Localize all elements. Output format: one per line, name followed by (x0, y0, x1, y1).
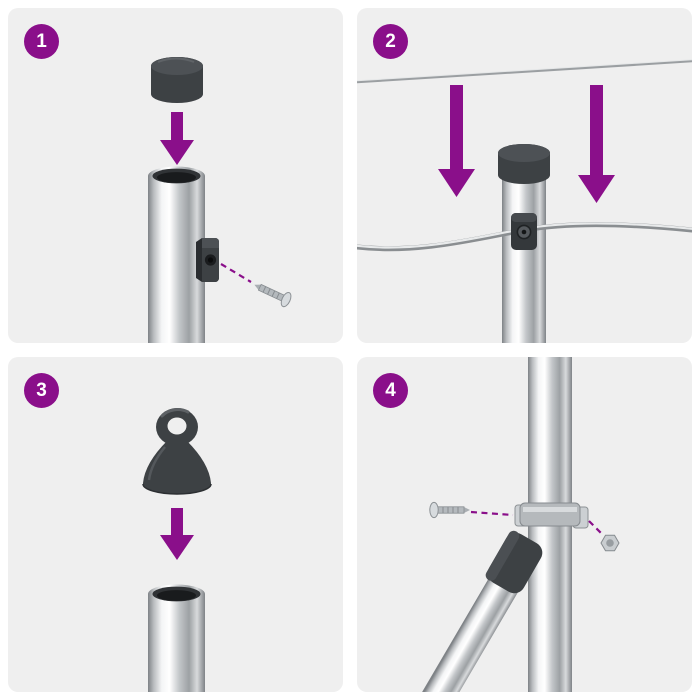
guide-dashed-line-left (470, 510, 514, 517)
pole-cap (498, 144, 550, 184)
step-number: 2 (385, 30, 396, 52)
step-panel-1: 1 (8, 8, 343, 343)
step-number-badge: 4 (373, 373, 408, 408)
guide-dashed-line-right (588, 520, 603, 535)
arrow-down-icon (160, 112, 194, 165)
step-1-illustration (148, 57, 292, 343)
step-4-illustration (422, 357, 620, 692)
screw (254, 283, 292, 308)
step-2-illustration (357, 59, 692, 343)
top-wire (357, 59, 692, 84)
step-number-badge: 2 (373, 24, 408, 59)
guide-dashed-line (220, 263, 252, 283)
pole-tube (148, 584, 205, 692)
eyelet-cap (142, 408, 212, 495)
nut (600, 534, 620, 552)
pole-tube (502, 172, 546, 343)
brace-connector (485, 530, 543, 594)
wire-clip (511, 213, 537, 250)
arrow-down-right-icon (578, 85, 615, 203)
arrow-down-icon (160, 508, 194, 560)
step-panel-2: 2 (357, 8, 692, 343)
pole-cap (151, 57, 203, 103)
step-number: 3 (36, 379, 47, 401)
step-number-badge: 3 (24, 373, 59, 408)
step-number: 1 (36, 30, 47, 52)
step-panel-4: 4 (357, 357, 692, 692)
arrow-down-left-icon (438, 85, 475, 197)
step-panel-3: 3 (8, 357, 343, 692)
step-number: 4 (385, 379, 396, 401)
pole-tube (148, 166, 205, 343)
bolt (429, 501, 470, 519)
clamp (514, 502, 589, 529)
step-3-illustration (142, 408, 212, 692)
step-number-badge: 1 (24, 24, 59, 59)
screw-clip (196, 238, 219, 282)
